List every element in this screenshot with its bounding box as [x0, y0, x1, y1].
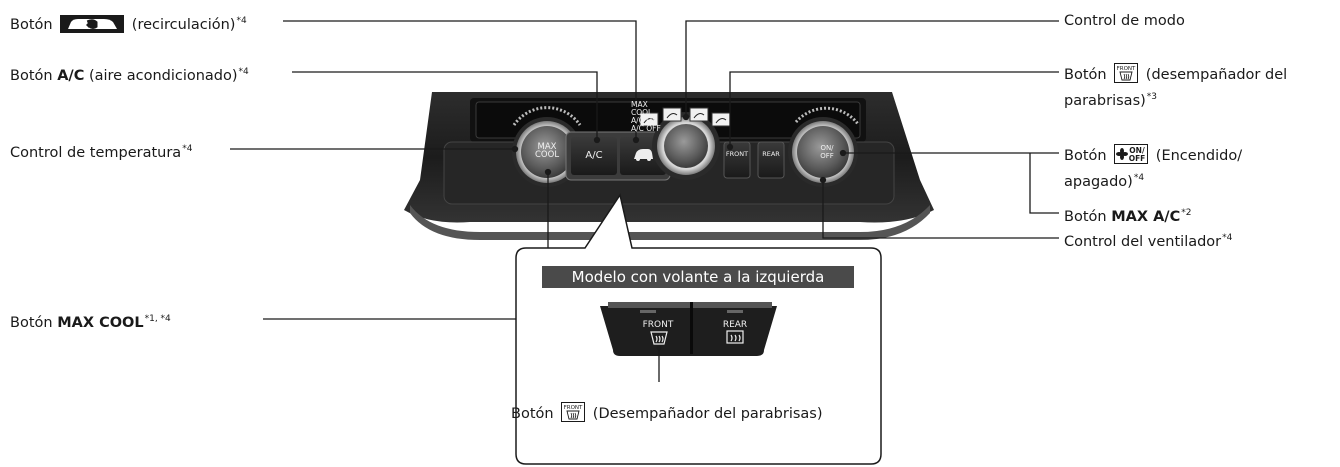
- svg-text:FRONT: FRONT: [564, 405, 583, 411]
- mode-label: Control de modo: [1064, 13, 1185, 29]
- callout-defrost-buttons: [600, 302, 777, 356]
- fan-label: Control del ventilador*4: [1064, 233, 1233, 250]
- svg-text:FRONT: FRONT: [1117, 66, 1136, 72]
- callout-front-text: FRONT: [642, 320, 674, 330]
- ac-button-text: A/C: [585, 150, 603, 161]
- ac-button[interactable]: [571, 137, 617, 175]
- panel-defrost-buttons: [723, 141, 785, 179]
- mode-knob[interactable]: [652, 112, 720, 180]
- callout-title: Modelo con volante a la izquierda: [542, 266, 854, 288]
- callout-rear-text: REAR: [722, 320, 748, 330]
- callout-front-defrost-icon: FRONT: [561, 402, 586, 427]
- leader-lines: [230, 20, 1059, 320]
- temperature-knob[interactable]: [512, 106, 582, 187]
- recirculation-icon: [60, 15, 125, 38]
- ac-label: Botón A/C (aire acondicionado)*4: [10, 67, 249, 84]
- callout-bubble: [515, 193, 882, 465]
- max-cool-label: Botón MAX COOL*1, *4: [10, 314, 171, 331]
- fan-knob-text: ON/OFF: [820, 144, 834, 160]
- callout-front-defrost-symbol: [650, 331, 668, 345]
- callout-button-label: Botón FRONT (Desempañador del parabrisas…: [511, 402, 823, 427]
- front-defrost-icon: FRONT: [1114, 63, 1139, 88]
- fan-on-off-icon: ON/ OFF: [1114, 144, 1149, 169]
- svg-text:OFF: OFF: [1129, 154, 1146, 163]
- front-defrost-label: Botón FRONT (desempañador del parabrisas…: [1064, 63, 1287, 110]
- front-panel-text: FRONT: [725, 150, 749, 158]
- callout-rear-defrost-symbol: [726, 330, 744, 344]
- recirculation-label: Botón (recirculación)*4: [10, 12, 247, 38]
- mode-indicators: [639, 107, 731, 127]
- rear-defrost-panel-button[interactable]: [757, 141, 785, 179]
- front-defrost-panel-button[interactable]: [723, 141, 751, 179]
- rear-panel-text: REAR: [762, 150, 780, 158]
- recirculation-panel-icon: [634, 149, 653, 161]
- max-ac-label: Botón MAX A/C*2: [1064, 208, 1192, 225]
- temperature-label: Control de temperatura*4: [10, 144, 193, 161]
- fan-knob[interactable]: [788, 106, 860, 187]
- on-off-label: Botón ON/ OFF (Encendido/ apagado)*4: [1064, 144, 1243, 190]
- svg-text:ON/: ON/: [1129, 146, 1145, 155]
